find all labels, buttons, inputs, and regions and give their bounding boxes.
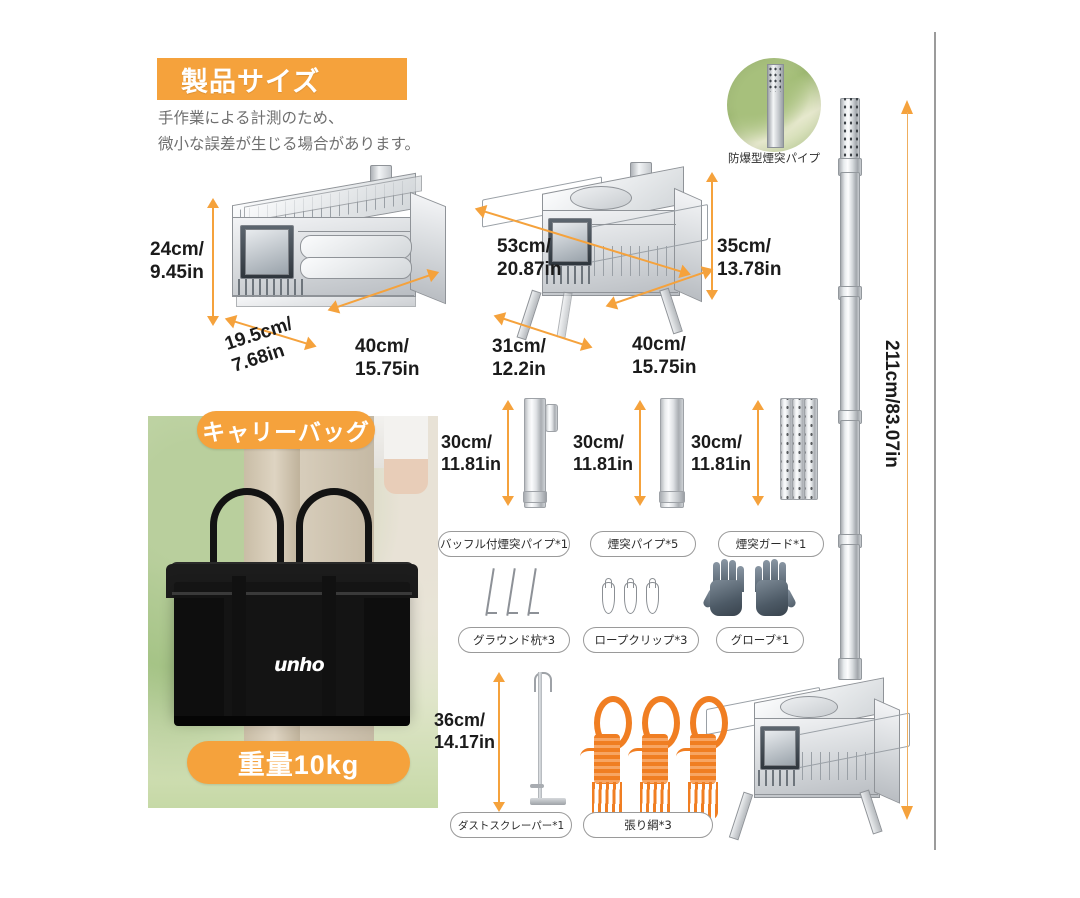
dim-folded-width-cm: 40cm/ <box>355 336 409 357</box>
dim-deployed-depth-cm: 31cm/ <box>492 336 546 357</box>
part-label-guy-rope: 張り綱*3 <box>583 812 713 838</box>
glove-graphic-left <box>701 559 746 618</box>
dim-folded-width-in: 15.75in <box>355 359 420 380</box>
bag-handle-right <box>296 488 372 591</box>
dim-folded-width: 40cm/ 15.75in <box>355 335 419 381</box>
stove-folded-illustration <box>222 165 452 335</box>
dim-folded-height-cm: 24cm/ <box>150 239 204 260</box>
dim-chimney-pipe: 30cm/ 11.81in <box>573 431 633 475</box>
arrow-chimney-pipe-length <box>632 400 648 506</box>
dim-chimney-pipe-cm: 30cm/ <box>573 432 625 452</box>
section-banner-product-size: 製品サイズ <box>157 58 407 100</box>
glove-graphic-right <box>752 559 798 618</box>
part-label-baffle-pipe: バッフル付煙突パイプ*1 <box>438 531 570 557</box>
dim-deployed-height-in: 13.78in <box>717 259 782 280</box>
dim-folded-height: 24cm/ 9.45in <box>150 238 204 284</box>
baffle-pipe-graphic <box>523 398 547 508</box>
dim-deployed-width-in: 20.87in <box>497 259 562 280</box>
bag-strap-right <box>322 576 336 716</box>
explosion-proof-pipe-photo <box>727 58 821 152</box>
dim-baffle-pipe-in: 11.81in <box>441 454 502 474</box>
dim-deployed-body-in: 15.75in <box>632 357 697 378</box>
measurement-note-line-2: 微小な誤差が生じる場合があります。 <box>158 136 420 153</box>
dim-deployed-height: 35cm/ 13.78in <box>717 235 781 281</box>
part-label-chimney-pipe: 煙突パイプ*5 <box>590 531 696 557</box>
brand-logo: unho <box>274 654 325 676</box>
bag-handle-left <box>210 488 284 591</box>
dim-baffle-pipe: 30cm/ 11.81in <box>441 431 501 475</box>
dim-chimney-guard-cm: 30cm/ <box>691 432 743 452</box>
dim-chimney-guard: 30cm/ 11.81in <box>691 431 751 475</box>
part-label-dust-scraper: ダストスクレーパー*1 <box>450 812 572 838</box>
arrow-deployed-height <box>704 172 720 300</box>
arrow-total-height <box>898 100 916 820</box>
dim-deployed-width-cm: 53cm/ <box>497 236 551 257</box>
dim-dust-scraper-cm: 36cm/ <box>434 710 486 730</box>
vertical-divider <box>934 32 936 850</box>
part-label-chimney-guard: 煙突ガード*1 <box>718 531 824 557</box>
person-arm <box>384 416 428 494</box>
carry-bag: unho <box>166 488 418 726</box>
assembled-chimney-illustration <box>838 98 862 680</box>
chimney-guard-graphic-1 <box>780 398 794 500</box>
dim-chimney-guard-in: 11.81in <box>691 454 752 474</box>
part-label-rope-clip: ロープクリップ*3 <box>583 627 699 653</box>
bag-strap-left <box>232 576 246 716</box>
dim-deployed-depth-in: 12.2in <box>492 359 546 380</box>
bag-zipper <box>172 592 412 595</box>
chimney-guard-graphic-3 <box>804 398 818 500</box>
stove-deployed-illustration <box>482 162 738 352</box>
weight-badge: 重量10kg <box>187 741 410 784</box>
dim-total-height: 211cm/83.07in <box>881 340 902 468</box>
arrow-chimney-guard-length <box>750 400 766 506</box>
page-title: 製品サイズ <box>181 66 321 97</box>
arrow-scraper-length <box>491 672 507 812</box>
arrow-folded-height <box>205 198 221 326</box>
dim-dust-scraper-in: 14.17in <box>434 732 496 752</box>
part-label-glove: グローブ*1 <box>716 627 804 653</box>
part-label-ground-stake: グラウンド杭*3 <box>458 627 570 653</box>
stove-with-chimney-illustration <box>706 668 922 841</box>
carry-bag-badge: キャリーバッグ <box>197 411 375 449</box>
bag-base <box>174 716 410 726</box>
chimney-pipe-graphic <box>659 398 685 508</box>
dim-dust-scraper: 36cm/ 14.17in <box>434 709 495 753</box>
measurement-note-line-1: 手作業による計測のため、 <box>158 110 344 127</box>
dim-chimney-pipe-in: 11.81in <box>573 454 634 474</box>
dim-baffle-pipe-cm: 30cm/ <box>441 432 493 452</box>
dim-deployed-height-cm: 35cm/ <box>717 236 771 257</box>
dim-deployed-body-cm: 40cm/ <box>632 334 686 355</box>
dim-deployed-width: 53cm/ 20.87in <box>497 235 561 281</box>
bag-side-right <box>364 598 410 716</box>
measurement-note: 手作業による計測のため、 微小な誤差が生じる場合があります。 <box>158 106 578 158</box>
dim-folded-height-in: 9.45in <box>150 262 204 283</box>
dim-deployed-depth: 31cm/ 12.2in <box>492 335 546 381</box>
explosion-proof-pipe-label: 防爆型煙突パイプ <box>728 151 820 165</box>
baffle-handle-graphic <box>545 404 558 432</box>
dim-deployed-body-width: 40cm/ 15.75in <box>632 333 696 379</box>
bag-side-left <box>174 598 224 716</box>
pipe-holes-graphic <box>768 66 781 92</box>
carry-bag-photo: unho <box>148 416 438 808</box>
arrow-baffle-pipe-length <box>500 400 516 506</box>
